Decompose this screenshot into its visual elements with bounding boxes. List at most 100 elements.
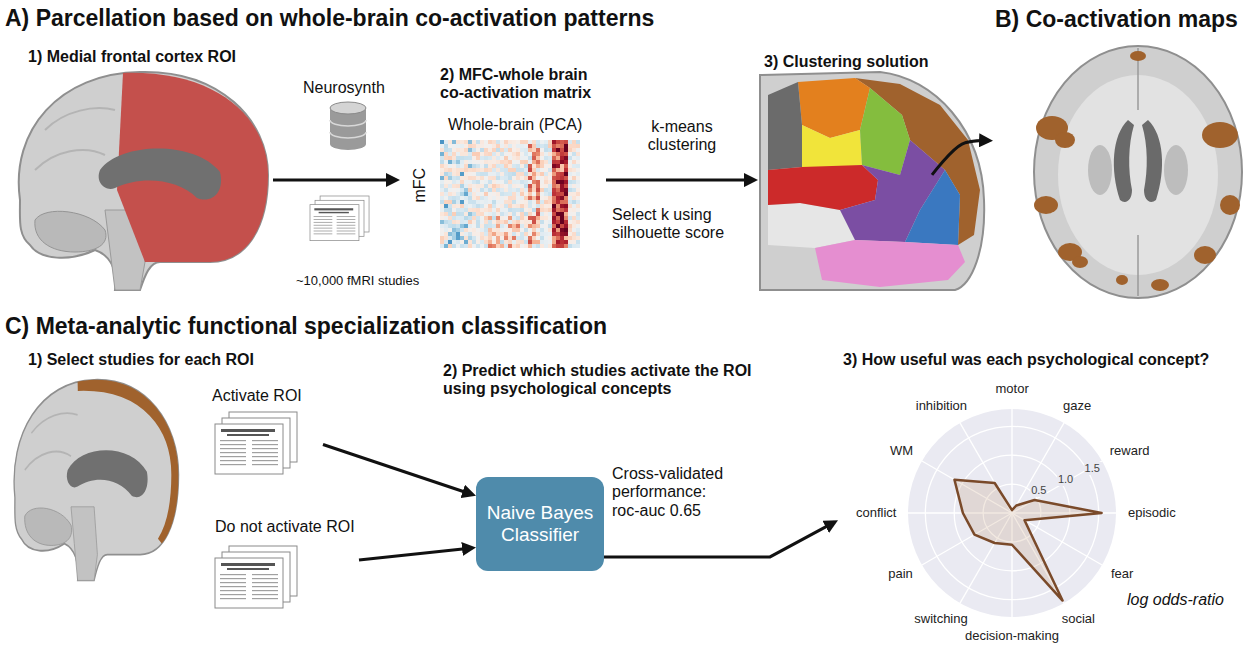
matrix-cell: [480, 216, 484, 220]
matrix-cell: [512, 220, 516, 224]
matrix-cell: [544, 220, 548, 224]
matrix-cell: [568, 236, 572, 240]
matrix-cell: [548, 184, 552, 188]
matrix-cell: [468, 184, 472, 188]
matrix-cell: [460, 196, 464, 200]
matrix-cell: [500, 156, 504, 160]
matrix-cell: [500, 228, 504, 232]
axis-label: motor: [996, 382, 1029, 397]
matrix-cell: [572, 244, 576, 248]
matrix-cell: [476, 168, 480, 172]
matrix-cell: [552, 144, 556, 148]
matrix-cell: [516, 228, 520, 232]
matrix-cell: [456, 244, 460, 248]
matrix-cell: [560, 144, 564, 148]
matrix-cell: [492, 208, 496, 212]
matrix-cell: [568, 212, 572, 216]
matrix-cell: [460, 172, 464, 176]
matrix-cell: [520, 140, 524, 144]
matrix-cell: [564, 212, 568, 216]
matrix-cell: [512, 152, 516, 156]
matrix-cell: [512, 216, 516, 220]
matrix-cell: [516, 184, 520, 188]
matrix-cell: [556, 240, 560, 244]
matrix-cell: [500, 188, 504, 192]
matrix-cell: [496, 148, 500, 152]
matrix-cell: [444, 196, 448, 200]
matrix-cell: [548, 188, 552, 192]
matrix-cell: [516, 160, 520, 164]
matrix-cell: [460, 184, 464, 188]
matrix-cell: [500, 236, 504, 240]
matrix-cell: [576, 160, 580, 164]
matrix-cell: [572, 184, 576, 188]
matrix-cell: [560, 232, 564, 236]
matrix-cell: [568, 176, 572, 180]
matrix-cell: [440, 240, 444, 244]
source-label: ~10,000 fMRI studies: [296, 274, 419, 289]
matrix-cell: [440, 216, 444, 220]
matrix-cell: [532, 236, 536, 240]
matrix-cell: [504, 216, 508, 220]
matrix-cell: [576, 204, 580, 208]
matrix-cell: [548, 192, 552, 196]
matrix-cell: [460, 156, 464, 160]
matrix-cell: [516, 200, 520, 204]
matrix-cell: [468, 196, 472, 200]
matrix-cell: [484, 240, 488, 244]
matrix-cell: [564, 148, 568, 152]
matrix-cell: [564, 244, 568, 248]
matrix-cell: [516, 176, 520, 180]
matrix-cell: [564, 200, 568, 204]
classifier-box: Naive Bayes Classifier: [476, 477, 604, 571]
matrix-cell: [440, 176, 444, 180]
matrix-cell: [564, 236, 568, 240]
matrix-cell: [476, 204, 480, 208]
matrix-cell: [544, 196, 548, 200]
brain-axial: [1202, 122, 1238, 148]
matrix-cell: [496, 144, 500, 148]
matrix-cell: [532, 188, 536, 192]
matrix-cell: [476, 192, 480, 196]
matrix-cell: [512, 204, 516, 208]
matrix-cell: [552, 168, 556, 172]
matrix-cell: [552, 212, 556, 216]
matrix-cell: [548, 164, 552, 168]
matrix-cell: [524, 156, 528, 160]
matrix-cell: [480, 224, 484, 228]
matrix-cell: [564, 196, 568, 200]
matrix-cell: [540, 184, 544, 188]
matrix-cell: [576, 152, 580, 156]
matrix-cell: [564, 168, 568, 172]
matrix-cell: [544, 244, 548, 248]
matrix-cell: [492, 176, 496, 180]
matrix-cell: [560, 196, 564, 200]
matrix-cell: [556, 156, 560, 160]
matrix-cell: [484, 204, 488, 208]
brain-axial: [1151, 279, 1169, 291]
matrix-cell: [540, 164, 544, 168]
matrix-cell: [508, 188, 512, 192]
matrix-cell: [472, 196, 476, 200]
matrix-cell: [512, 200, 516, 204]
matrix-cell: [452, 180, 456, 184]
database-icon: [330, 132, 366, 138]
matrix-cell: [516, 232, 520, 236]
matrix-cell: [468, 228, 472, 232]
axis-label: conflict: [856, 506, 896, 521]
matrix-cell: [520, 164, 524, 168]
illustration-panel: 1) Medial frontal cortex ROI: [5, 45, 273, 292]
matrix-cell: [552, 236, 556, 240]
matrix-cell: [528, 240, 532, 244]
connector-arrow: [932, 141, 989, 175]
matrix-cell: [476, 164, 480, 168]
matrix-cell: [444, 220, 448, 224]
matrix-cell: [460, 152, 464, 156]
matrix-cell: [468, 208, 472, 212]
matrix-cell: [472, 172, 476, 176]
matrix-cell: [468, 172, 472, 176]
matrix-cell: [528, 208, 532, 212]
matrix-cell: [476, 152, 480, 156]
matrix-cell: [456, 152, 460, 156]
matrix-cell: [500, 152, 504, 156]
